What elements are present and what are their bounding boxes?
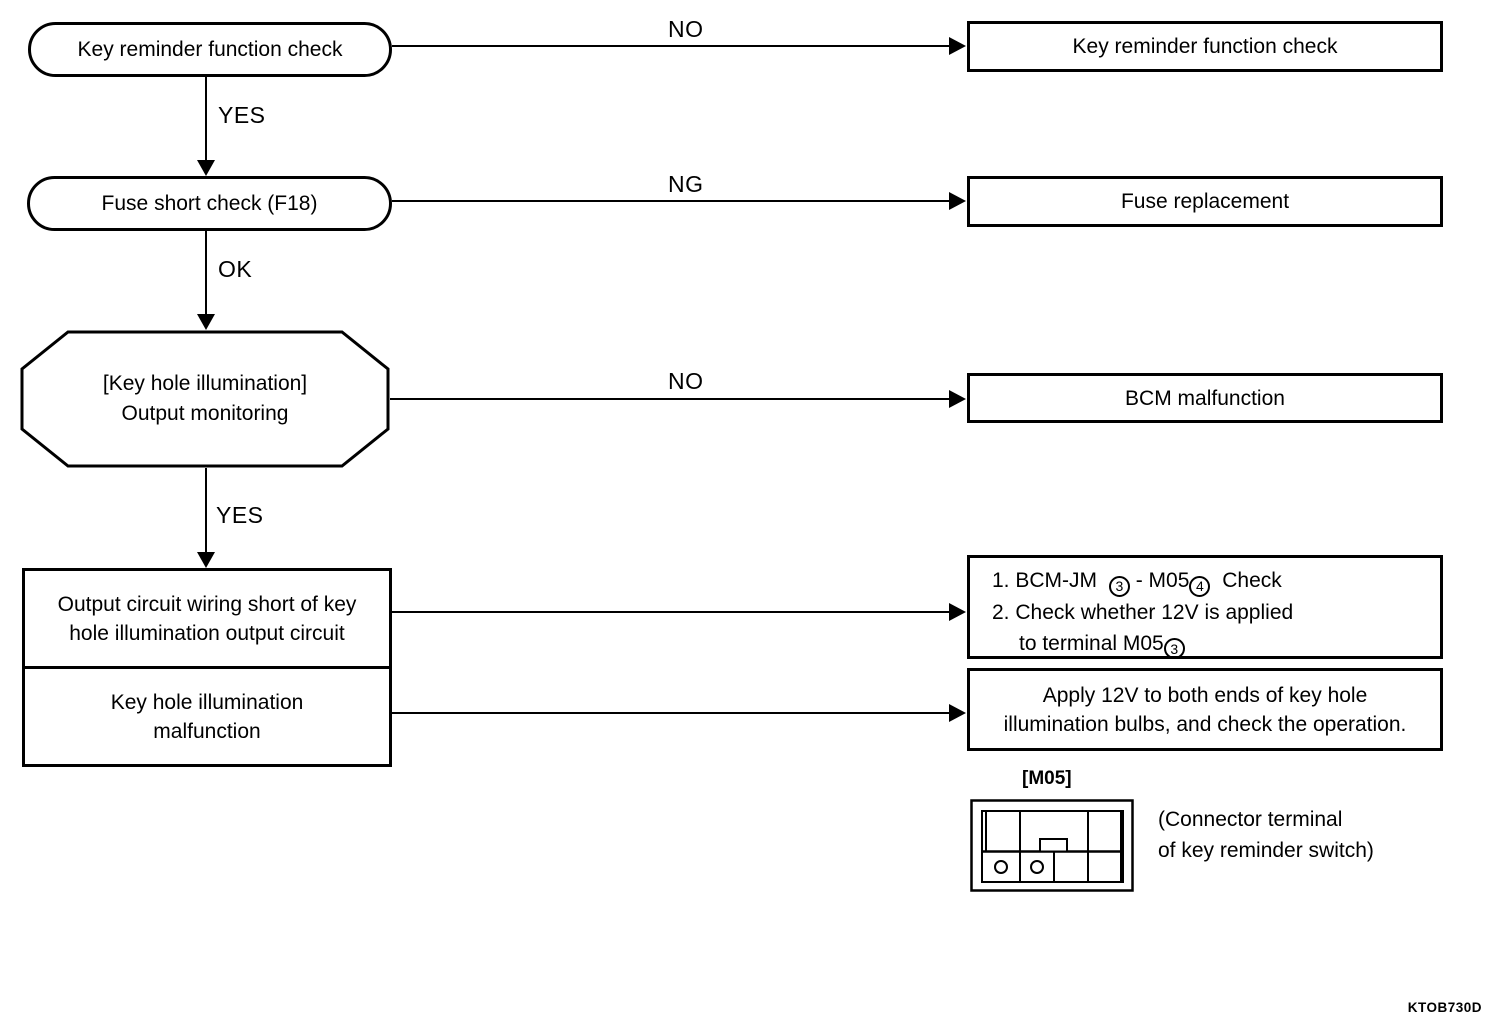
result-label: Fuse replacement [1120,190,1290,213]
arrow-to-apply-12v [392,704,966,722]
arrowhead-down-icon [197,160,215,176]
branch-label-ng: NG [668,171,704,197]
arrowhead-right-icon [949,192,966,210]
result-fuse-replacement: Fuse replacement [967,176,1443,227]
arrow-shaft [204,468,208,553]
branch-label-ok: OK [218,256,253,282]
node-label: Fuse short check (F18) [101,192,318,215]
step3-text: to terminal M05 [1019,631,1164,655]
arrowhead-right-icon [949,603,966,621]
node-fuse-short-check: Fuse short check (F18) [27,176,392,231]
result-label-line2: illumination bulbs, and check the operat… [1003,712,1407,736]
circled-terminal-3-icon: 3 [1108,575,1130,597]
node-label-group: [Key hole illumination] Output monitorin… [20,330,390,468]
arrowhead-down-icon [197,314,215,330]
arrowhead-right-icon [949,390,966,408]
arrow-ng-to-fuse-replacement [392,192,966,210]
arrow-to-bcm-check [392,603,966,621]
branch-label-no-1: NO [668,16,704,42]
arrow-shaft [392,199,950,202]
node-label-line1: [Key hole illumination] [102,372,308,395]
branch-label-yes-1: YES [218,102,266,128]
circled-terminal-3-icon: 3 [1163,638,1185,659]
arrow-shaft [204,77,208,161]
arrow-no-to-bcm-malfunction [390,390,966,408]
node-label-line1: Output circuit wiring short of key [57,592,357,616]
arrowhead-right-icon [949,37,966,55]
circled-terminal-4-icon: 4 [1189,575,1211,597]
connector-caption-line1: (Connector terminal [1158,808,1343,831]
arrow-yes-to-wiring-short [196,468,216,568]
arrow-ok-to-output-monitoring [196,231,216,330]
node-diagnosis-stack: Output circuit wiring short of key hole … [22,568,392,767]
result-key-reminder-function-check: Key reminder function check [967,21,1443,72]
step1-text-mid: - M05 [1135,569,1190,592]
arrow-yes-to-fuse-check [196,77,216,176]
arrowhead-right-icon [949,704,966,722]
result-apply-12v: Apply 12V to both ends of key hole illum… [967,668,1443,751]
node-label-line2: Output monitoring [121,402,289,425]
connector-pinout-icon [970,799,1134,892]
node-wiring-short: Output circuit wiring short of key hole … [25,571,389,666]
branch-label-no-2: NO [668,368,704,394]
arrow-no-to-key-reminder-check [392,37,966,55]
connector-caption: (Connector terminal of key reminder swit… [1158,804,1374,866]
step1-text: 1. BCM-JM [992,569,1097,592]
connector-title: [M05] [1022,768,1072,789]
arrow-shaft [390,397,950,400]
result-bcm-malfunction: BCM malfunction [967,373,1443,423]
branch-label-yes-2: YES [216,502,264,528]
arrow-shaft [392,44,950,47]
arrow-shaft [204,231,208,315]
result-label: Key reminder function check [1072,35,1338,58]
connector-caption-line2: of key reminder switch) [1158,839,1374,862]
result-label-line1: Apply 12V to both ends of key hole [1042,683,1368,707]
check-step-2: 2. Check whether 12V is applied [992,600,1294,624]
node-label-line2: hole illumination output circuit [69,621,345,645]
node-label-line1: Key hole illumination [110,690,304,714]
arrowhead-down-icon [197,552,215,568]
node-label-line2: malfunction [153,719,261,743]
arrow-shaft [392,610,950,613]
node-keyhole-malfunction: Key hole illumination malfunction [25,666,389,764]
octagon-shape [20,330,390,468]
node-label: Key reminder function check [77,38,343,61]
arrow-shaft [392,711,950,714]
figure-code: KTOB730D [1407,1000,1482,1015]
step1-text-post: Check [1222,569,1282,592]
node-key-reminder-function-check: Key reminder function check [28,22,392,77]
result-label: BCM malfunction [1125,386,1285,410]
node-output-monitoring: [Key hole illumination] Output monitorin… [20,330,390,468]
